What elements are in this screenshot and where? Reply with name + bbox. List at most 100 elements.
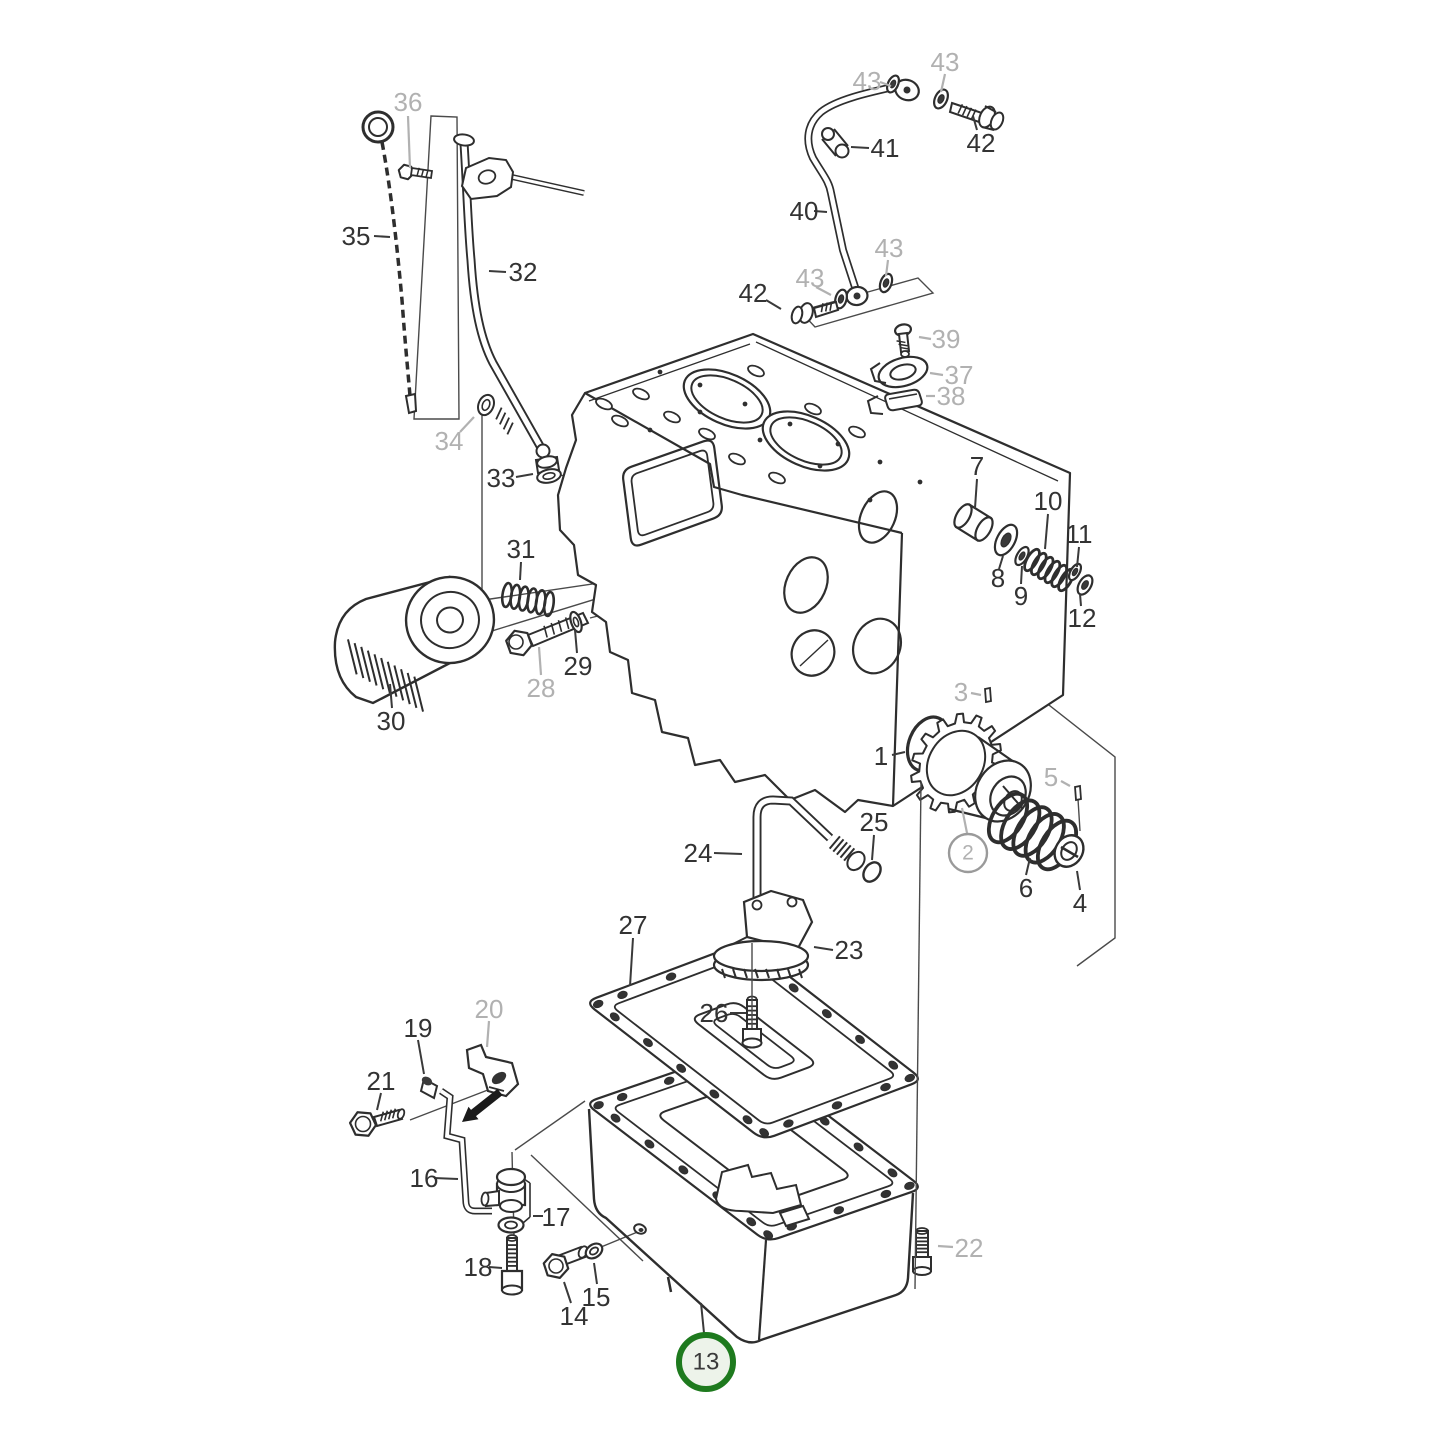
part-label-18[interactable]: 18 (464, 1252, 503, 1282)
part-label-43[interactable]: 43 (931, 47, 960, 93)
svg-text:14: 14 (560, 1301, 589, 1331)
part-label-12[interactable]: 12 (1068, 593, 1097, 633)
part-label-29[interactable]: 29 (564, 629, 593, 681)
cap-4 (1053, 834, 1085, 868)
svg-text:33: 33 (487, 463, 516, 493)
part-37 (877, 355, 929, 389)
svg-text:10: 10 (1034, 486, 1063, 516)
svg-text:43: 43 (875, 233, 904, 263)
svg-text:23: 23 (835, 935, 864, 965)
part-label-20[interactable]: 20 (475, 994, 504, 1048)
part-label-31[interactable]: 31 (507, 534, 536, 581)
oil-filter-30 (333, 575, 496, 712)
part-label-8[interactable]: 8 (991, 555, 1005, 593)
o-ring-25 (862, 861, 882, 883)
washer-29 (569, 610, 583, 634)
part-label-28[interactable]: 28 (527, 646, 556, 703)
part-label-7[interactable]: 7 (970, 451, 984, 509)
part-label-43[interactable]: 43 (796, 263, 832, 296)
svg-text:5: 5 (1044, 762, 1058, 792)
oil-pipe-40-assembly (790, 74, 1005, 325)
part-label-30[interactable]: 30 (377, 683, 406, 736)
pan-walls (587, 1108, 915, 1344)
spring-6 (986, 791, 1079, 872)
part-label-42[interactable]: 42 (739, 278, 782, 310)
part-label-3[interactable]: 3 (954, 677, 982, 707)
dipstick-35 (361, 110, 418, 415)
oil-pump-parts-1-6 (905, 686, 1085, 872)
part-label-37[interactable]: 37 (929, 360, 973, 390)
part-label-41[interactable]: 41 (850, 133, 900, 163)
part-label-17[interactable]: 17 (533, 1202, 570, 1232)
part-label-27[interactable]: 27 (619, 910, 648, 987)
svg-text:3: 3 (954, 677, 968, 707)
clamp-41 (821, 127, 835, 141)
elbow-fitting (480, 1167, 527, 1213)
svg-text:30: 30 (377, 706, 406, 736)
part-label-11[interactable]: 11 (1066, 519, 1093, 568)
part-label-43[interactable]: 43 (853, 66, 892, 96)
svg-text:43: 43 (931, 47, 960, 77)
drain-plug-14-15 (542, 1242, 604, 1279)
part-label-13[interactable]: 13 (676, 1302, 736, 1392)
part-label-16[interactable]: 16 (410, 1163, 459, 1193)
oil-pickup-23-26 (712, 795, 882, 1049)
part-label-42[interactable]: 42 (967, 115, 996, 158)
axis-lines (751, 781, 922, 1290)
part-label-2[interactable]: 2 (947, 807, 989, 874)
block-holes (595, 364, 923, 677)
part-label-25[interactable]: 25 (860, 807, 889, 861)
part-label-39[interactable]: 39 (918, 324, 960, 354)
svg-text:36: 36 (394, 87, 423, 117)
part-label-6[interactable]: 6 (1019, 857, 1033, 903)
svg-text:43: 43 (853, 66, 882, 96)
parts-37-38-39 (866, 323, 929, 415)
svg-text:13: 13 (693, 1349, 720, 1376)
part-label-23[interactable]: 23 (813, 935, 864, 965)
svg-text:26: 26 (700, 998, 729, 1028)
part-label-1[interactable]: 1 (874, 741, 906, 771)
svg-text:31: 31 (507, 534, 536, 564)
svg-text:38: 38 (937, 381, 966, 411)
part-label-43[interactable]: 43 (875, 233, 904, 277)
part-label-14[interactable]: 14 (560, 1281, 589, 1331)
part-label-15[interactable]: 15 (582, 1262, 611, 1312)
part-label-5[interactable]: 5 (1044, 762, 1071, 792)
svg-text:20: 20 (475, 994, 504, 1024)
part-label-19[interactable]: 19 (404, 1013, 433, 1075)
part-label-32[interactable]: 32 (488, 257, 537, 287)
grommet-34 (477, 393, 495, 417)
washer-15 (584, 1242, 604, 1260)
block-outline (556, 332, 1072, 814)
svg-text:41: 41 (871, 133, 900, 163)
part-label-35[interactable]: 35 (342, 221, 391, 251)
pin-5 (1074, 784, 1082, 802)
tube-bracket (460, 156, 515, 201)
svg-text:16: 16 (410, 1163, 439, 1193)
svg-text:15: 15 (582, 1282, 611, 1312)
part-label-10[interactable]: 10 (1034, 486, 1063, 550)
part-label-36[interactable]: 36 (394, 87, 423, 169)
part-label-26[interactable]: 26 (700, 998, 746, 1028)
svg-text:9: 9 (1014, 581, 1028, 611)
part-label-4[interactable]: 4 (1073, 870, 1087, 918)
part-label-22[interactable]: 22 (937, 1233, 984, 1263)
svg-text:4: 4 (1073, 888, 1087, 918)
part-label-9[interactable]: 9 (1014, 565, 1028, 611)
svg-text:2: 2 (962, 842, 974, 865)
part-label-24[interactable]: 24 (684, 838, 743, 868)
part-label-38[interactable]: 38 (926, 381, 965, 411)
part-label-34[interactable]: 34 (435, 416, 475, 456)
part-label-40[interactable]: 40 (790, 196, 828, 226)
part-label-33[interactable]: 33 (487, 463, 534, 493)
fitting-33 (534, 443, 562, 484)
banjo-bolt-42-lower (790, 300, 840, 325)
bolt-36 (397, 163, 434, 181)
part-label-21[interactable]: 21 (367, 1066, 396, 1111)
svg-text:18: 18 (464, 1252, 493, 1282)
svg-text:22: 22 (955, 1233, 984, 1263)
svg-text:24: 24 (684, 838, 713, 868)
svg-text:28: 28 (527, 673, 556, 703)
